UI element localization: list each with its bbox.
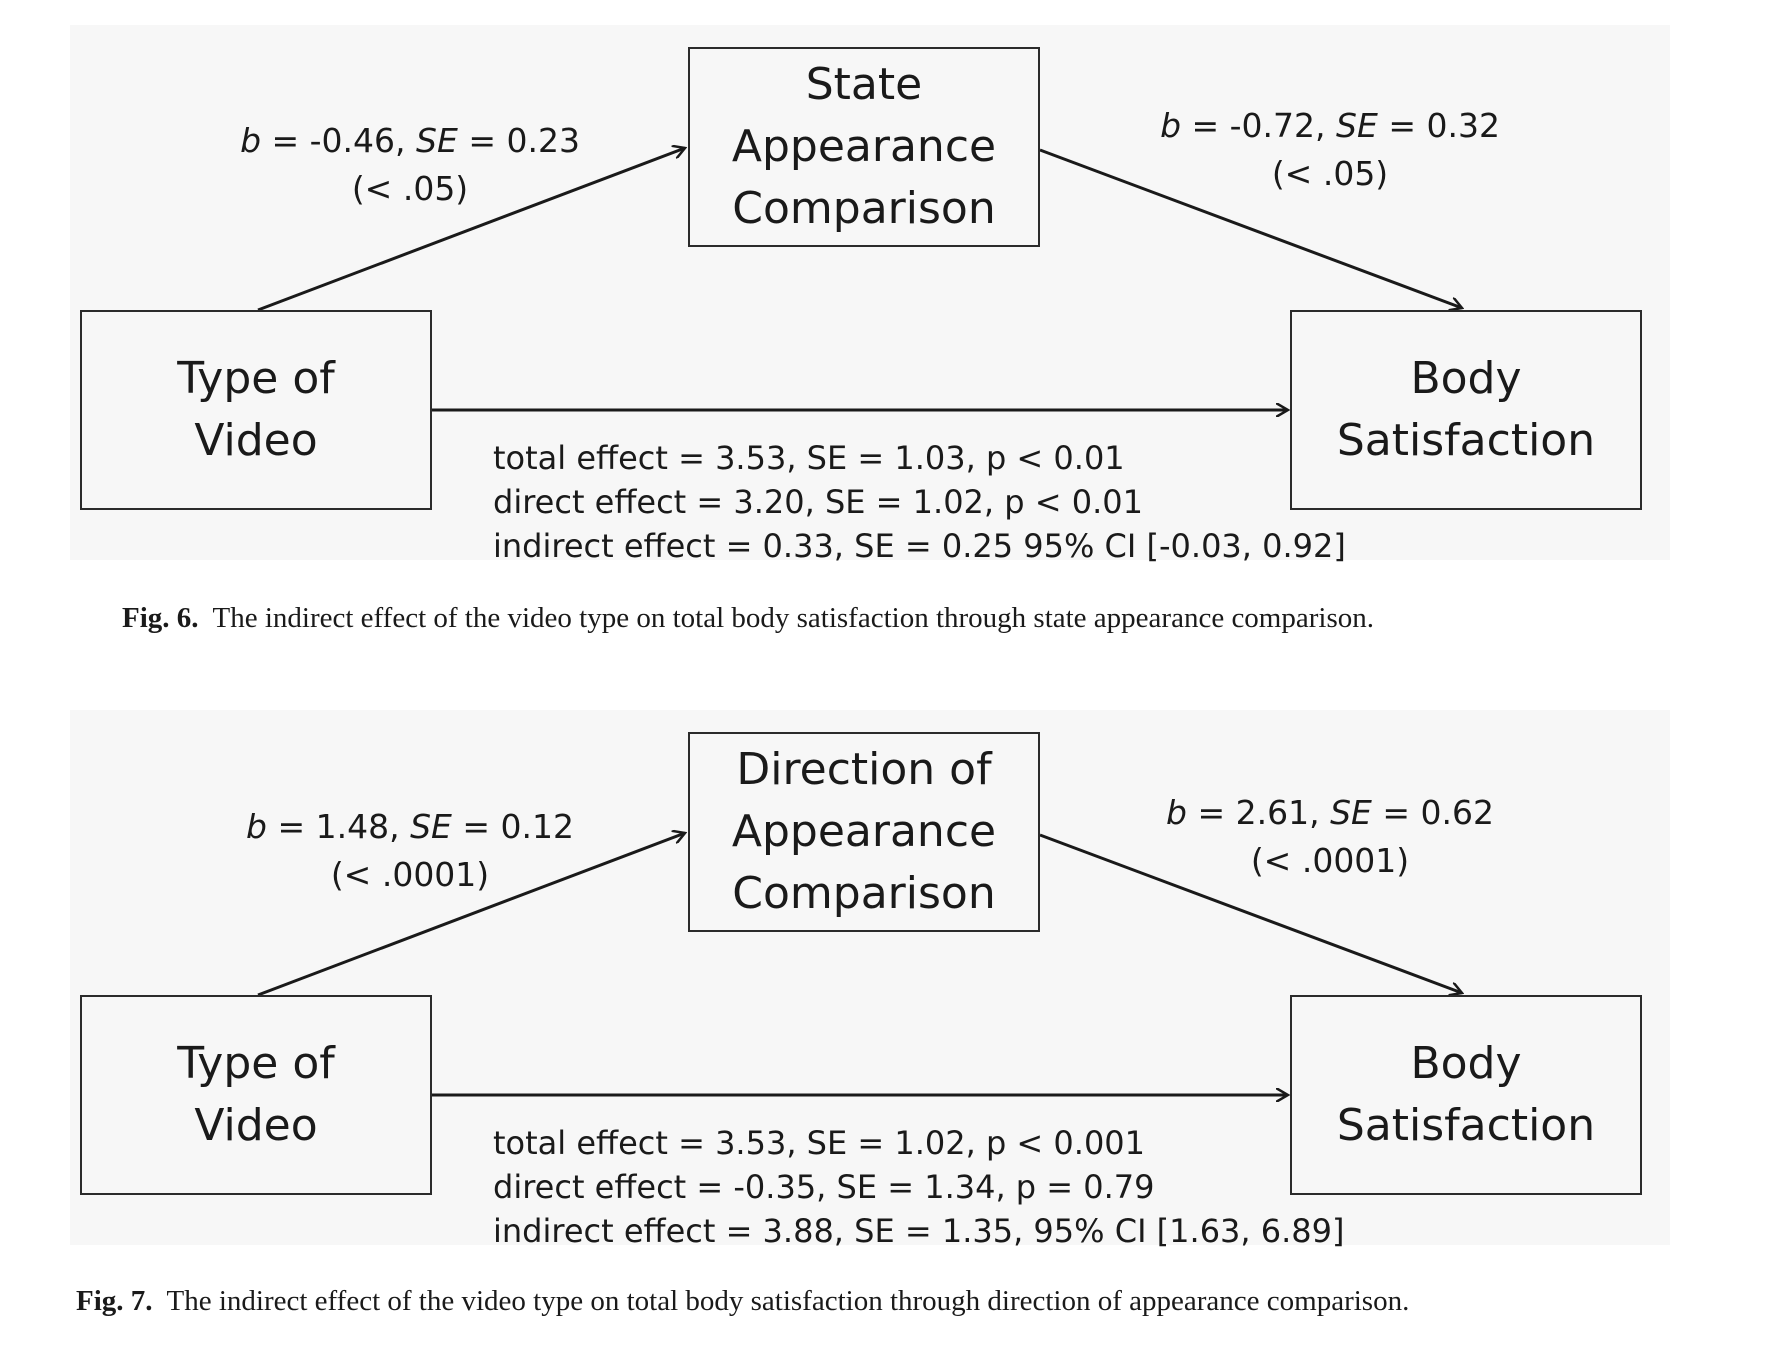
predictor-box: Type of Video [80,995,432,1195]
path-b-p-value: (< .0001) [1250,841,1410,880]
mediator-label-line-3: Comparison [732,183,996,234]
path-b-se-value: = 0.32 [1377,106,1500,145]
path-b-b-value: = -0.72, [1181,106,1337,145]
figure-label: Fig. 6. [122,602,199,634]
path-b-p-value: (< .05) [1271,154,1389,193]
path-a-se-label: SE [416,121,458,160]
effects-block: total effect = 3.53, SE = 1.03, p < 0.01… [493,436,1346,568]
figure-caption: Fig. 6. The indirect effect of the video… [122,602,1374,635]
total-effect: total effect = 3.53, SE = 1.03, p < 0.01 [493,439,1125,477]
path-b-se-value: = 0.62 [1371,793,1494,832]
path-a-coefficient: b = -0.46, SE = 0.23 (< .05) [240,117,580,213]
path-arrows [257,0,1766,650]
direct-effect: direct effect = 3.20, SE = 1.02, p < 0.0… [493,483,1143,521]
indirect-effect: indirect effect = 0.33, SE = 0.25 95% CI… [493,527,1346,565]
direct-effect: direct effect = -0.35, SE = 1.34, p = 0.… [493,1168,1155,1206]
predictor-box: Type of Video [80,310,432,510]
arrow-b-path [1039,148,1462,308]
indirect-effect: indirect effect = 3.88, SE = 1.35, 95% C… [493,1212,1345,1250]
mediator-label-line-2: Appearance [731,806,997,857]
arrow-a-path [257,148,685,312]
outcome-label-line-1: Body [1410,1038,1522,1089]
path-b-b-value: = 2.61, [1186,793,1331,832]
outcome-label-line-2: Satisfaction [1336,415,1596,466]
caption-text: The indirect effect of the video type on… [212,602,1374,634]
path-a-b-label: b [240,121,262,160]
path-b-se-label: SE [1336,106,1378,145]
mediator-box: Direction of Appearance Comparison [688,732,1040,932]
path-a-se-label: SE [410,807,452,846]
path-a-b-value: = -0.46, [261,121,417,160]
path-a-coefficient: b = 1.48, SE = 0.12 (< .0001) [240,803,580,899]
predictor-label-line-1: Type of [177,353,335,404]
outcome-box: Body Satisfaction [1290,995,1642,1195]
path-b-coefficient: b = -0.72, SE = 0.32 (< .05) [1160,102,1500,198]
path-b-se-label: SE [1330,793,1372,832]
effects-block: total effect = 3.53, SE = 1.02, p < 0.00… [493,1121,1344,1253]
figure-caption: Fig. 7. The indirect effect of the video… [76,1285,1409,1318]
arrow-a-path [257,833,685,997]
path-a-se-value: = 0.23 [457,121,580,160]
figure-label: Fig. 7. [76,1285,153,1317]
path-a-se-value: = 0.12 [451,807,574,846]
path-a-b-label: b [246,807,267,846]
path-a-p-value: (< .05) [351,169,469,208]
outcome-box: Body Satisfaction [1290,310,1642,510]
predictor-label-line-2: Video [194,415,318,466]
path-b-b-label: b [1160,106,1182,145]
total-effect: total effect = 3.53, SE = 1.02, p < 0.00… [493,1124,1146,1162]
path-b-b-label: b [1166,793,1187,832]
mediator-box: State Appearance Comparison [688,47,1040,247]
mediator-label-line-2: Appearance [731,121,997,172]
path-arrows [257,685,1766,1345]
figure-6: State Appearance Comparison Type of Vide… [0,0,1766,650]
figure-7: Direction of Appearance Comparison Type … [0,685,1766,1345]
caption-text: The indirect effect of the video type on… [166,1285,1410,1317]
path-a-b-value: = 1.48, [266,807,411,846]
arrow-b-path [1039,833,1462,993]
outcome-label-line-2: Satisfaction [1336,1100,1596,1151]
mediator-label-line-1: Direction of [736,744,992,795]
predictor-label-line-2: Video [194,1100,318,1151]
mediator-label-line-1: State [805,59,923,110]
predictor-label-line-1: Type of [177,1038,335,1089]
path-b-coefficient: b = 2.61, SE = 0.62 (< .0001) [1160,789,1500,885]
outcome-label-line-1: Body [1410,353,1522,404]
mediator-label-line-3: Comparison [732,868,996,919]
path-a-p-value: (< .0001) [330,855,490,894]
